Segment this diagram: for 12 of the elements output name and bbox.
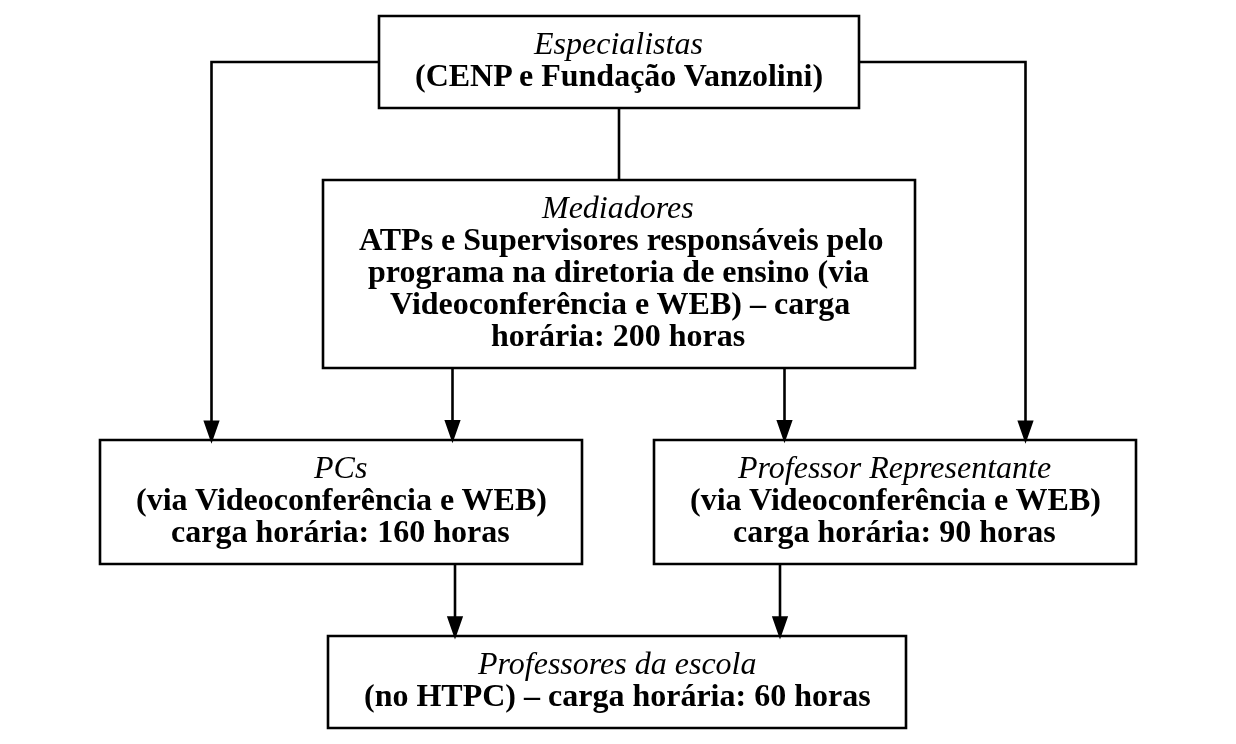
connector bbox=[617, 108, 621, 180]
node-box: PCs (via Videoconferência e WEB) carga horária: 160 horas bbox=[98, 438, 584, 566]
arrow bbox=[771, 564, 789, 640]
arrow bbox=[859, 60, 1034, 444]
arrow bbox=[776, 368, 793, 444]
node-box: Especialistas (CENP e Fundação Vanzolini) bbox=[377, 14, 861, 110]
node-box: Professor Representante (via Videoconferência e WEB) carga horária: 90 horas bbox=[652, 438, 1138, 566]
arrow bbox=[203, 60, 379, 444]
arrow bbox=[446, 564, 464, 640]
arrow bbox=[444, 368, 461, 444]
node-box: Professores da escola (no HTPC) – carga horária: 60 horas bbox=[326, 634, 908, 730]
node-box: Mediadores ATPs e Supervisores responsáveis pelo programa na diretoria de ensino (via Videoconferência e WEB) – carga horária: 200 horas bbox=[321, 178, 917, 370]
